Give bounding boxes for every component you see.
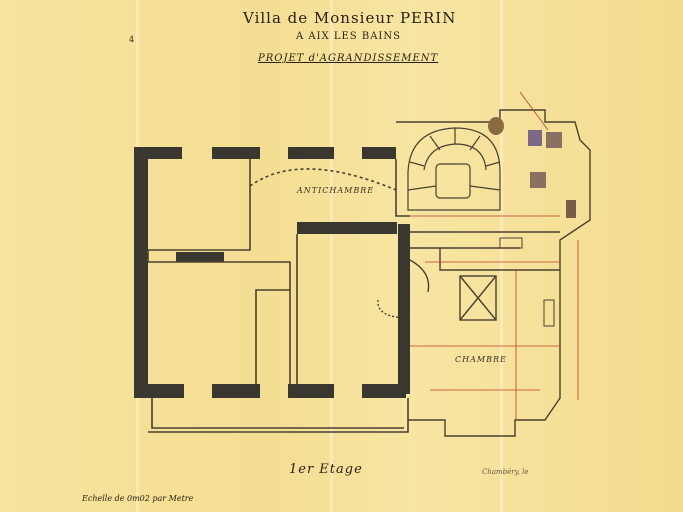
project-title: PROJET d'AGRANDISSEMENT: [258, 53, 439, 64]
drawing-subtitle: A AIX LES BAINS: [296, 31, 401, 42]
exterior-walls: [134, 147, 410, 398]
sheet-number: 4: [129, 35, 135, 44]
signature-line: Chambéry, le: [482, 468, 529, 476]
scale-note: Echelle de 0m02 par Metre: [82, 494, 194, 503]
paper-fold: [500, 0, 503, 512]
room-label-bedroom: CHAMBRE: [455, 355, 507, 364]
interior-walls: [147, 159, 410, 433]
spiral-staircase: [407, 127, 501, 211]
paper-fold: [330, 0, 333, 512]
room-label-antechamber: ANTICHAMBRE: [297, 186, 375, 195]
drawing-title: Villa de Monsieur PERIN: [243, 9, 457, 27]
floor-label: 1er Etage: [289, 462, 363, 477]
dimension-lines: [410, 91, 579, 420]
fixtures: [488, 117, 576, 327]
